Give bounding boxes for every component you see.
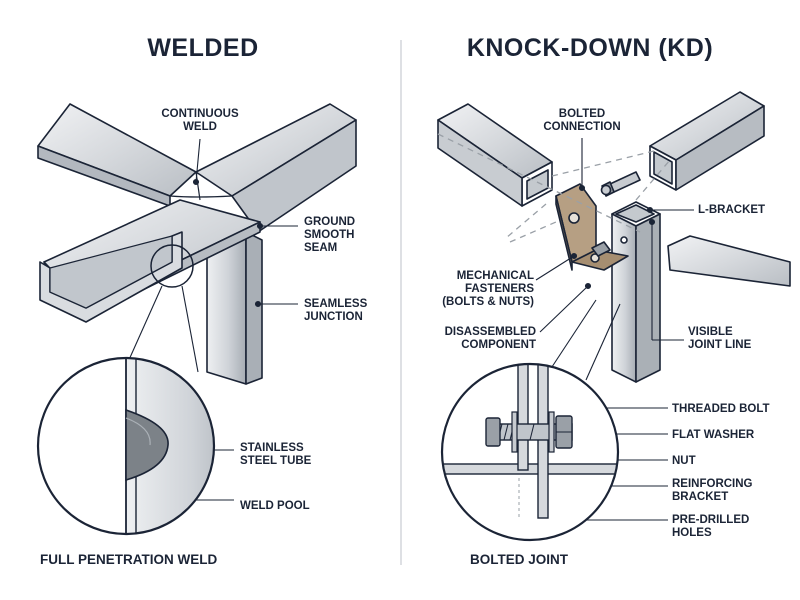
label-mechanical-fasteners: MECHANICAL FASTENERS (BOLTS & NUTS) <box>442 270 534 308</box>
welded-caption: FULL PENETRATION WELD <box>40 552 218 567</box>
label-seamless-junction: SEAMLESS JUNCTION <box>304 298 368 323</box>
knockdown-caption: BOLTED JOINT <box>470 552 569 567</box>
label-stainless-steel-tube: STAINLESS STEEL TUBE <box>240 442 312 467</box>
welded-frame-illustration <box>37 103 357 385</box>
knockdown-frame-illustration <box>437 91 791 383</box>
label-nut: NUT <box>672 455 696 467</box>
label-reinforcing-bracket: REINFORCING BRACKET <box>672 478 753 503</box>
label-visible-joint-line: VISIBLE JOINT LINE <box>688 326 752 351</box>
label-flat-washer: FLAT WASHER <box>672 429 755 441</box>
label-continuous-weld: CONTINUOUS WELD <box>161 108 239 133</box>
label-threaded-bolt: THREADED BOLT <box>672 403 770 415</box>
knockdown-title: KNOCK-DOWN (KD) <box>466 34 714 62</box>
label-weld-pool: WELD POOL <box>240 500 310 512</box>
welded-title: WELDED <box>147 34 259 62</box>
label-ground-smooth-seam: GROUND SMOOTH SEAM <box>304 216 356 254</box>
label-disassembled-component: DISASSEMBLED COMPONENT <box>444 326 536 351</box>
explode-lines <box>437 133 671 243</box>
bolt-detail-zoom <box>442 364 618 540</box>
weld-detail-zoom <box>38 358 214 534</box>
label-bolted-connection: BOLTED CONNECTION <box>543 108 621 133</box>
label-l-bracket: L-BRACKET <box>698 204 766 216</box>
label-pre-drilled-holes: PRE-DRILLED HOLES <box>672 514 750 539</box>
